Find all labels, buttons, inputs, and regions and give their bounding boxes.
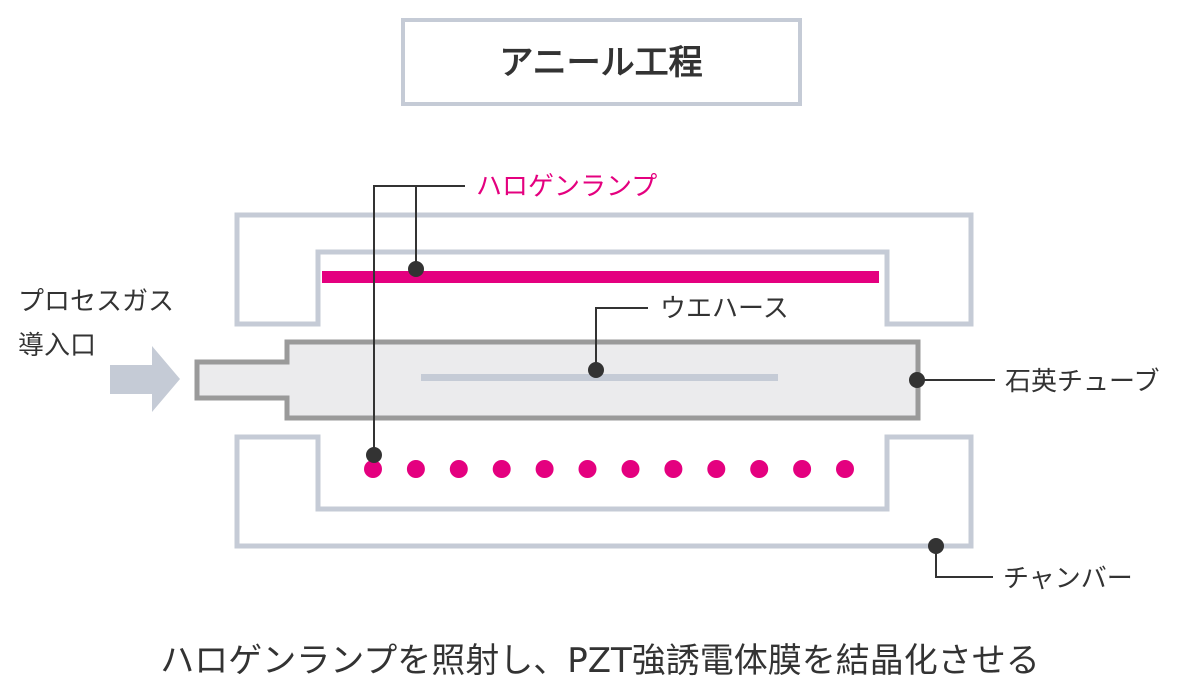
lamp-dot: [793, 460, 812, 478]
halogen-lamp-label: ハロゲンランプ: [476, 172, 657, 202]
lamp-dot: [406, 460, 425, 478]
lamp-dot: [707, 460, 726, 478]
chamber-label: チャンバー: [1003, 564, 1133, 594]
lamp-dot: [535, 460, 554, 478]
wafer-label: ウエハース: [660, 294, 789, 324]
lamp-dot: [664, 460, 683, 478]
chamber-leader-dot: [928, 538, 944, 554]
wafer: [421, 374, 778, 381]
lamp-dot: [364, 460, 382, 478]
halogen-leader-dot-coil: [366, 447, 382, 463]
title-box: [401, 18, 802, 106]
lamp-dot: [449, 460, 468, 478]
chamber-lower: [234, 434, 974, 549]
inlet-label: 導入口: [18, 331, 96, 361]
lamp-dot: [621, 460, 640, 478]
process-gas-label: プロセスガス: [18, 287, 174, 317]
halogen-lamp-dots: [364, 460, 854, 478]
gas-inlet-arrow: [110, 346, 180, 412]
lamp-dot: [836, 460, 854, 478]
halogen-lamp-bar: [322, 271, 879, 283]
quartz-tube-leader-dot: [909, 372, 925, 388]
lamp-dot: [750, 460, 769, 478]
chamber-leader-line: [935, 546, 993, 578]
halogen-leader-line: [373, 185, 465, 455]
wafer-leader-dot: [588, 362, 604, 378]
caption: ハロゲンランプを照射し、PZT強誘電体膜を結晶化させる: [160, 641, 1040, 681]
chamber-upper: [234, 212, 974, 327]
lamp-dot: [492, 460, 511, 478]
quartz-tube-label: 石英チューブ: [1005, 367, 1159, 397]
wafer-leader-line: [595, 307, 648, 370]
diagram-title: アニール工程: [499, 43, 702, 83]
halogen-leader-dot-lamp: [408, 261, 424, 277]
lamp-dot: [578, 460, 597, 478]
